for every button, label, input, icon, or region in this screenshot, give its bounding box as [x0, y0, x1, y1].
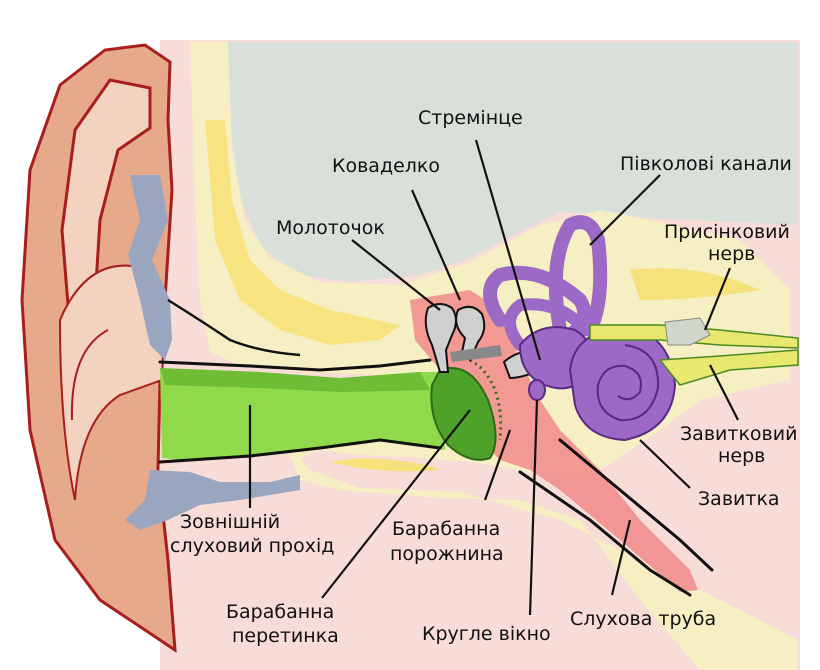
label-tympanic-cavity-line1: Барабанна [392, 518, 500, 540]
auricle-tragus-outline [167, 298, 301, 357]
label-cochlea: Завитка [698, 488, 780, 510]
label-eardrum-line2: перетинка [232, 625, 339, 647]
brain-region [228, 42, 798, 282]
ear-canal-shadow [160, 368, 430, 392]
label-hammer: Молоточок [276, 217, 385, 239]
cochlea-spiral [596, 344, 660, 422]
eardrum-dotted-edge [469, 358, 503, 441]
label-cochlear-nerve-line2: нерв [718, 445, 765, 467]
label-semicircular-canals: Півколові канали [620, 153, 792, 175]
bone-highlight-right [630, 268, 760, 300]
cartilage-lower [125, 470, 300, 530]
semicircular-canals [483, 215, 608, 351]
ear-canal-bottom-wall [158, 438, 442, 464]
leader-lines [248, 139, 739, 616]
auricle-fold [70, 329, 109, 421]
bone-highlight-lower [330, 458, 440, 472]
bone-highlight-upper [205, 120, 400, 345]
cartilage-upper [128, 175, 172, 360]
nerve-sheath [664, 317, 711, 346]
anvil [455, 305, 486, 362]
label-tympanic-cavity-line2: порожнина [390, 543, 504, 565]
label-ear-canal-line2: слуховий прохід [170, 535, 334, 557]
eustachian-tube-wall-upper [558, 438, 714, 572]
ear-canal-top-wall [158, 358, 432, 372]
ossicle-bar [450, 345, 502, 362]
label-eustachian-tube: Слухова труба [570, 608, 716, 630]
label-vestibular-nerve-line1: Присінковий [664, 221, 790, 243]
label-stirrup: Стремінце [418, 107, 523, 129]
label-cochlear-nerve-line1: Завитковий [680, 423, 797, 445]
label-round-window: Кругле вікно [422, 623, 551, 645]
middle-ear-cavity [410, 290, 698, 592]
round-window [528, 379, 546, 401]
cochlea [568, 326, 677, 442]
label-vestibular-nerve-line2: нерв [708, 243, 755, 265]
label-eardrum-line1: Барабанна [226, 601, 334, 623]
label-ear-canal-line1: Зовнішній [180, 511, 280, 533]
cochlear-nerve [658, 349, 799, 386]
auricle-concha [58, 264, 167, 501]
label-anvil: Коваделко [332, 155, 440, 177]
eustachian-tube-wall-lower [518, 470, 692, 597]
eardrum [430, 367, 497, 461]
hammer [424, 303, 457, 373]
